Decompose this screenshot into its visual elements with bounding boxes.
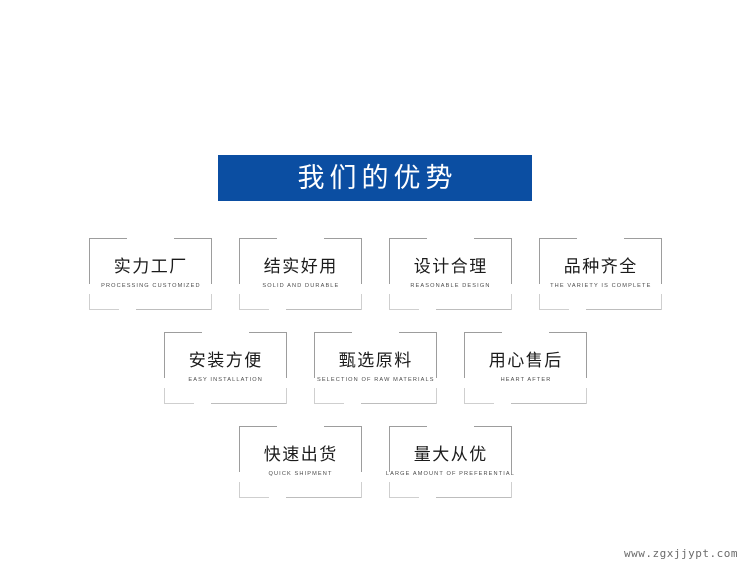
feature-card[interactable]: 快速出货 QUICK SHIPMENT	[238, 426, 362, 498]
feature-card[interactable]: 实力工厂 PROCESSING CUSTOMIZED	[88, 238, 212, 310]
card-frame-top	[88, 238, 212, 239]
feature-title-cn: 用心售后	[488, 350, 563, 371]
feature-title-cn: 甄选原料	[338, 350, 413, 371]
card-frame-bottom	[538, 309, 662, 310]
feature-card[interactable]: 用心售后 HEART AFTER	[463, 332, 587, 404]
feature-title-en: HEART AFTER	[500, 376, 551, 383]
feature-card[interactable]: 结实好用 SOLID AND DURABLE	[238, 238, 362, 310]
card-frame-top	[238, 426, 362, 427]
feature-card-grid: 实力工厂 PROCESSING CUSTOMIZED 结实好用 SOLID AN…	[0, 238, 750, 520]
section-title-banner: 我们的优势	[218, 155, 532, 201]
section-title-text: 我们的优势	[297, 162, 458, 194]
feature-title-en: LARGE AMOUNT OF PREFERENTIAL	[385, 470, 516, 477]
feature-title-en: SOLID AND DURABLE	[262, 282, 340, 289]
feature-title-cn: 量大从优	[413, 444, 488, 465]
feature-title-cn: 快速出货	[263, 444, 338, 465]
feature-card[interactable]: 安装方便 EASY INSTALLATION	[163, 332, 287, 404]
feature-row: 实力工厂 PROCESSING CUSTOMIZED 结实好用 SOLID AN…	[0, 238, 750, 310]
feature-title-cn: 实力工厂	[113, 256, 188, 277]
feature-card[interactable]: 甄选原料 SELECTION OF RAW MATERIALS	[313, 332, 437, 404]
feature-title-cn: 结实好用	[263, 256, 338, 277]
site-watermark: www.zgxjjypt.com	[624, 547, 738, 560]
feature-card[interactable]: 设计合理 REASONABLE DESIGN	[388, 238, 512, 310]
card-frame-top	[313, 332, 437, 333]
card-frame-top	[463, 332, 587, 333]
feature-title-en: THE VARIETY IS COMPLETE	[549, 282, 652, 289]
feature-title-en: QUICK SHIPMENT	[268, 470, 333, 477]
feature-title-cn: 安装方便	[188, 350, 263, 371]
feature-title-cn: 品种齐全	[563, 256, 638, 277]
card-frame-bottom	[88, 309, 212, 310]
feature-title-en: PROCESSING CUSTOMIZED	[100, 282, 201, 289]
card-frame-bottom	[313, 403, 437, 404]
feature-row: 快速出货 QUICK SHIPMENT 量大从优 LARGE AMOUNT OF…	[0, 426, 750, 498]
card-frame-bottom	[238, 309, 362, 310]
feature-card[interactable]: 量大从优 LARGE AMOUNT OF PREFERENTIAL	[386, 426, 514, 498]
card-frame-bottom	[388, 497, 512, 498]
feature-title-en: EASY INSTALLATION	[188, 376, 263, 383]
card-frame-top	[163, 332, 287, 333]
feature-title-cn: 设计合理	[413, 256, 488, 277]
card-frame-top	[388, 238, 512, 239]
card-frame-bottom	[163, 403, 287, 404]
feature-card[interactable]: 品种齐全 THE VARIETY IS COMPLETE	[538, 238, 662, 310]
card-frame-bottom	[463, 403, 587, 404]
card-frame-bottom	[238, 497, 362, 498]
feature-row: 安装方便 EASY INSTALLATION 甄选原料 SELECTION OF…	[0, 332, 750, 404]
card-frame-top	[238, 238, 362, 239]
feature-title-en: REASONABLE DESIGN	[410, 282, 491, 289]
feature-title-en: SELECTION OF RAW MATERIALS	[316, 376, 435, 383]
card-frame-top	[538, 238, 662, 239]
card-frame-top	[388, 426, 512, 427]
card-frame-bottom	[388, 309, 512, 310]
